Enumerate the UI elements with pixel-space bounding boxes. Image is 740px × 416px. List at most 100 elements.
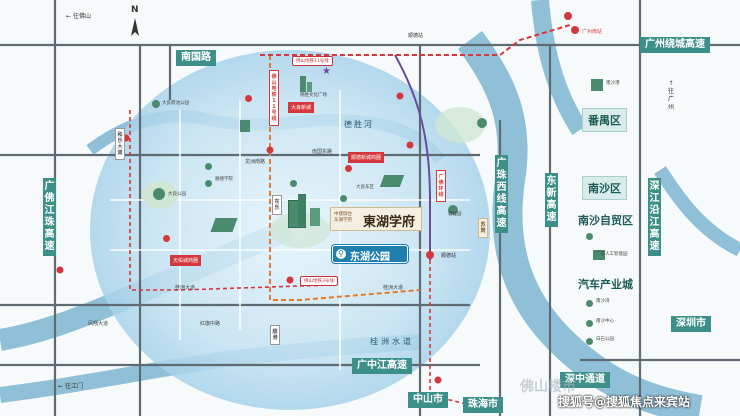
building-icon [298,194,306,226]
road-label-shunde-port: 顺港 [270,325,280,345]
faint-watermark: 佛山楼市 [520,379,576,395]
poi-icon [586,338,593,345]
pearl-river [457,31,703,416]
project-name: 東湖学府 [363,215,416,230]
road-label-shenzhong: 深中通道 [560,372,610,388]
poi-daliang-east: 大良东区 [356,185,374,190]
compass-icon [131,18,139,36]
station-marker [571,26,579,34]
road-label-guangfo-jiangzhu: 广佛江珠高速 [43,178,56,256]
direction-to-jiangmen: ← 往江门 [58,383,83,390]
highlight-park-badge[interactable]: ⚲ 东湖公园 [332,245,408,263]
metro-label-11-h: 佛山地铁11号线 [292,56,333,66]
road-label-guizhou-ave: 桂洲大道 [175,285,196,291]
road-label-hexiang: 和乐大道 [115,128,125,160]
metro-line-11 [269,55,421,301]
road-label-hongqi: 红旗中路 [200,321,221,327]
park-icon [153,188,165,200]
label-desheng-river: 德胜河 [344,120,374,129]
station-marker [286,276,294,284]
project-card[interactable]: 中建御台 东湖学府 東湖学府 [330,207,422,231]
road-label-sugang: 苏岗 [478,218,488,238]
school-icon [205,180,212,187]
poi-tag-shunde-new: 顺德新城商圈 [348,152,385,163]
road-label-dongle: 东乐 [272,195,282,215]
direction-to-foshan: ← 往佛山 [66,13,91,20]
station-marker [564,12,572,20]
road-label-guizhou-ave-2: 桂洲大道 [383,285,404,291]
road-label-shenjiang: 深江沿江高速 [648,178,661,256]
road-label-guangzhou-ring: 广州绕城高速 [640,37,710,53]
park-icon [152,100,160,108]
station-shunde: 顺德站 [441,253,457,259]
road-label-guangzhu-west: 广珠西线高速 [495,155,508,233]
district-nansha-ftz: 南沙自贸区 [578,214,633,227]
metro-line-purple [394,54,431,260]
building-icon [300,76,306,92]
district-panyu: 番禺区 [582,108,627,132]
building-icon [240,120,250,132]
arrow-left-icon: ← [58,383,64,390]
station-marker [396,92,404,100]
building-icon [591,79,603,91]
road-label-nanguo-east: 南国东路 [312,149,333,155]
label-guizhou-water: 桂洲水道 [370,337,414,346]
arrow-left-icon: ← [66,13,72,20]
road-label-dongxin: 东新高速 [545,173,558,227]
park-area [435,107,485,143]
poi-gz-ftz: 广东人工智能园 [596,252,628,257]
hospital-icon [163,235,170,242]
metro-label-guangfo: 广佛环线 [436,170,446,202]
label-longxue: 龙洲南路 [245,159,266,165]
station-marker [406,141,414,149]
metro-line-west [129,110,331,291]
hospital-icon [345,165,352,172]
poi-tag-tianhe: 天佑城商圈 [170,255,202,266]
station-marker [266,146,274,154]
river-east [654,166,740,257]
road-label-guangzhongjiang: 广中江高速 [352,358,412,374]
park-icon [477,118,487,128]
poi-lan-park: 大良荷池公园 [162,101,189,106]
star-icon: ★ [322,66,331,77]
metro-line-red [260,24,571,56]
poi-zhen-an: 碧桂园 [448,212,462,217]
poi-bei-sheng: 顺德学院 [215,177,233,182]
hospital-icon [245,95,252,102]
poi-nansha-bay: 南沙湾 [596,299,610,304]
building-icon [310,208,320,226]
poi-baishi: 白石公园 [596,337,614,342]
poi-icon [586,300,593,307]
district-nansha: 南沙区 [582,176,627,200]
arrow-up-icon: ↑ [668,80,674,87]
school-icon [340,195,347,202]
poi-tag-daliang-new: 大良新城 [288,102,315,113]
compass-north-label: N [131,5,139,15]
road-label-shenzhen: 深圳市 [671,316,711,332]
watermark: 搜狐号@搜狐焦点来宾站 [558,395,691,409]
poi-desheng-culture: 德胜文化广场 [300,93,327,98]
school-icon [205,163,212,170]
station-shunde-2: 顺德站 [408,33,424,39]
location-pin-icon: ⚲ [336,249,346,259]
project-developer: 中建御台 东湖学府 [334,212,352,223]
poi-nansha-port: 南沙港 [606,81,620,86]
station-marker [426,251,434,259]
park-icon [448,205,458,215]
metro-label-3: 佛山地铁3号线 [300,276,338,286]
direction-to-guangzhou: ↑ 往广州 [667,80,674,111]
poi-nansha-center: 南沙中心 [596,319,614,324]
school-icon [290,180,297,187]
road-label-dongfeng: 凤翔大道 [88,321,109,327]
building-icon [307,82,312,92]
station-marker [56,266,64,274]
road-label-zhuhai: 珠海市 [463,397,503,413]
road-label-nanguo: 南国路 [176,50,216,66]
district-auto-industry: 汽车产业城 [578,278,633,291]
station-marker [434,376,442,384]
road-label-zhongshan: 中山市 [408,392,448,408]
poi-daliang-park: 大良公园 [168,192,186,197]
station-guangzhou-south: 广州南站 [582,29,603,35]
building-icon [593,250,605,260]
